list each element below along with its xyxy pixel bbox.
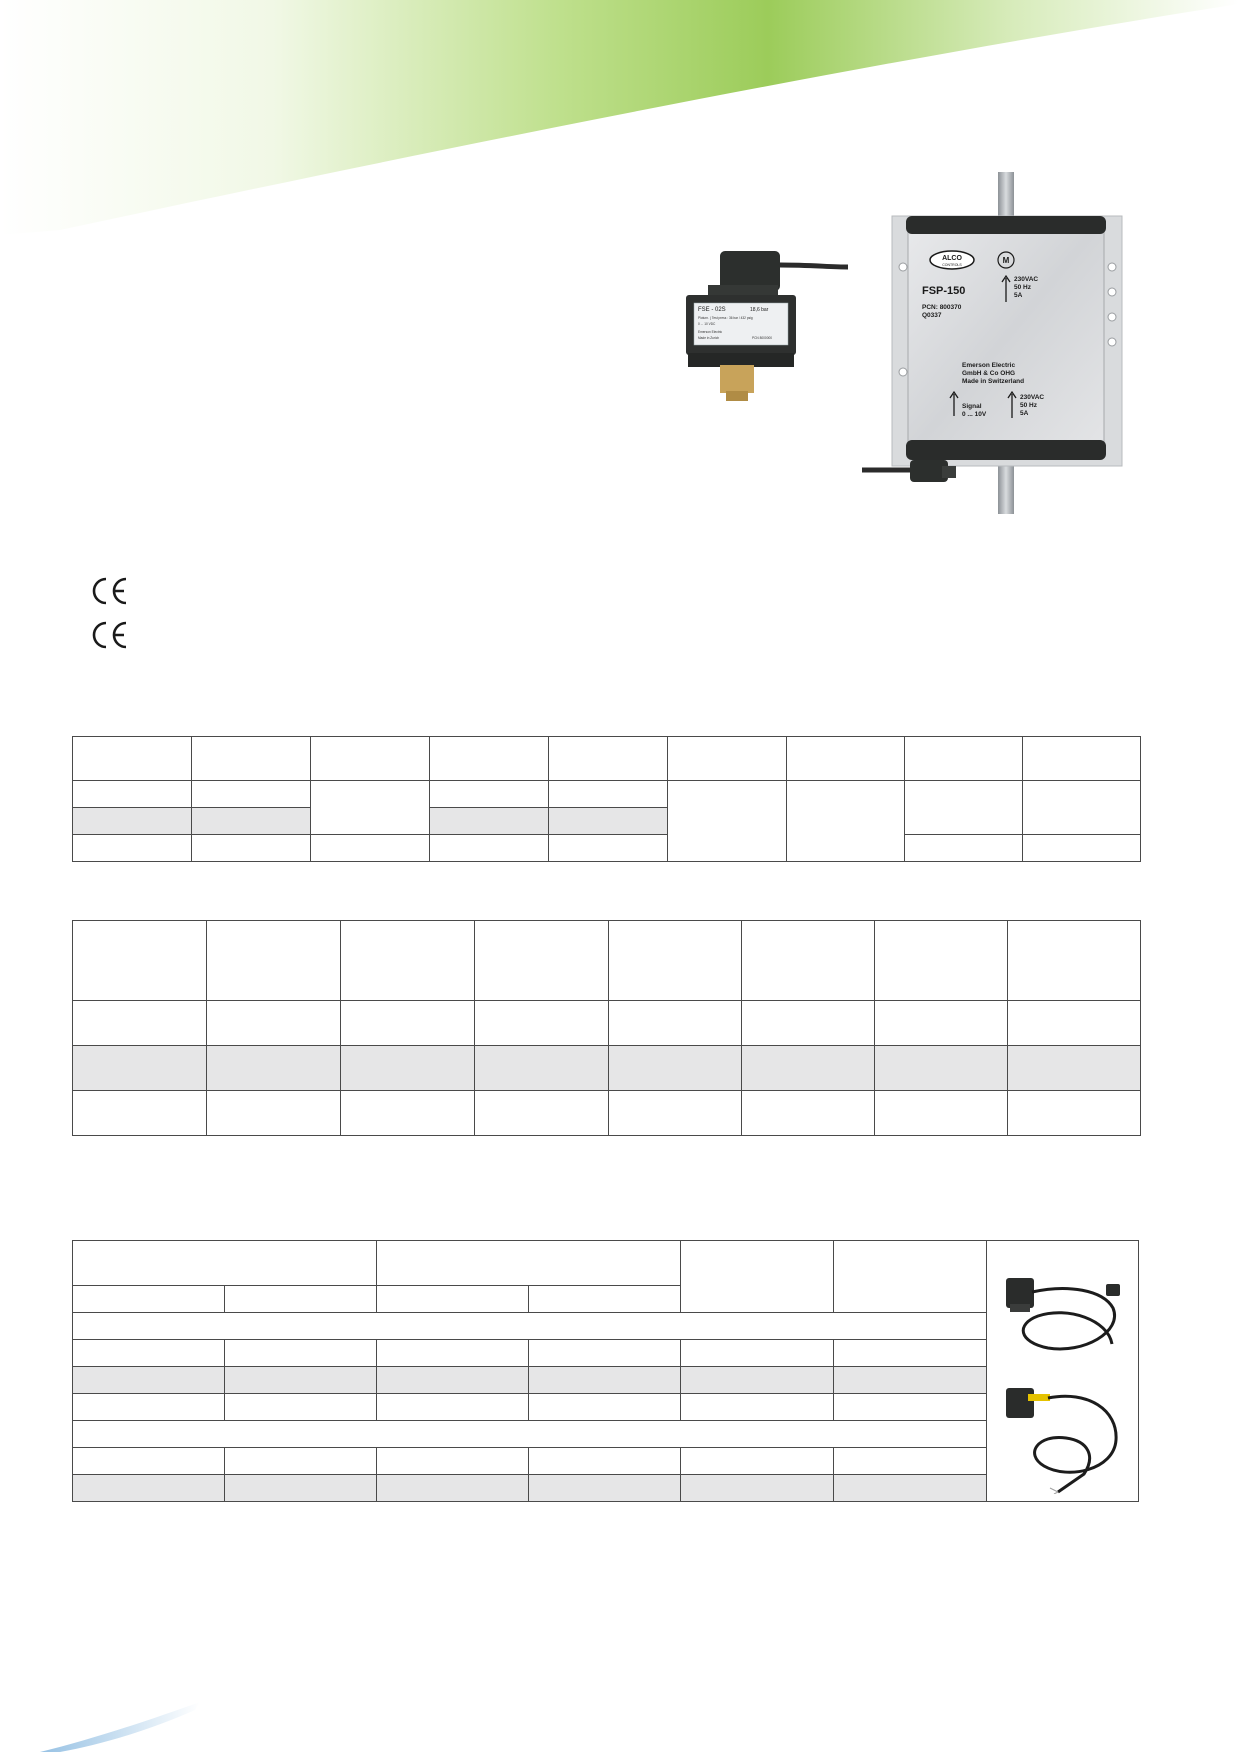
footer-swoosh — [40, 1702, 200, 1752]
connector-cable-image — [1005, 1277, 1120, 1494]
table-group-row — [72, 1312, 1139, 1340]
fsp-maker-3: Made in Switzerland — [962, 378, 1024, 385]
table-row — [72, 1474, 1139, 1502]
table-row — [72, 1339, 1139, 1367]
fse-label-maker: Emerson Electric — [698, 330, 722, 334]
table-row — [72, 1000, 1141, 1046]
table-3 — [72, 1240, 1139, 1502]
ce-mark-icon — [92, 577, 127, 605]
table-row — [72, 1366, 1139, 1394]
fse-label-line1: Ploturn. ( Test press : 36 bar / 432 psi… — [698, 316, 753, 320]
fsp-signal-1: Signal — [962, 403, 982, 410]
table-2-header-row — [72, 920, 1141, 1001]
fsp-in-amps: 5A — [1020, 410, 1029, 417]
fsp-pcn: PCN: 800370 — [922, 304, 962, 311]
fsp-signal-2: 0 ... 10V — [962, 411, 987, 418]
fse-pressure-sensor-image: FSE - 02S 18,6 bar Ploturn. ( Test press… — [686, 251, 849, 401]
fse-label-model: FSE - 02S — [698, 307, 726, 313]
fsp-code: Q0337 — [922, 312, 942, 319]
fsp-brand-sub: CONTROLS — [942, 263, 962, 267]
fsp-out-amps: 5A — [1014, 292, 1023, 299]
fse-label-line2: 0 ... 10 VDC — [698, 322, 716, 326]
fsp-controller-image: ALCO CONTROLS M 230VAC 50 Hz 5A FSP-150 … — [862, 172, 1123, 514]
table-group-row — [72, 1420, 1139, 1448]
fsp-in-volts: 230VAC — [1020, 394, 1044, 401]
table-row — [72, 780, 1141, 862]
fsp-maker-1: Emerson Electric — [962, 362, 1015, 369]
table-row — [72, 807, 1141, 835]
table-1 — [72, 736, 1141, 862]
table-3-header-row — [72, 1240, 1139, 1502]
fsp-motor-symbol: M — [1003, 256, 1010, 265]
fsp-brand: ALCO — [942, 255, 962, 262]
table-1-header-row — [72, 736, 1141, 781]
ce-mark-icon — [92, 621, 127, 649]
table-row — [72, 1447, 1139, 1475]
cable-photo-cell — [986, 1240, 1139, 1502]
fse-label-pressure: 18,6 bar — [750, 307, 769, 313]
fsp-in-freq: 50 Hz — [1020, 402, 1038, 409]
table-row — [72, 1393, 1139, 1421]
table-row — [72, 1090, 1141, 1136]
fse-label-origin: Made in Zurich — [698, 336, 719, 340]
table-row — [72, 1285, 1139, 1313]
table-row — [72, 834, 1141, 862]
table-row — [72, 1045, 1141, 1091]
fsp-maker-2: GmbH & Co OHG — [962, 370, 1015, 377]
fsp-out-freq: 50 Hz — [1014, 284, 1032, 291]
fsp-model: FSP-150 — [922, 285, 965, 297]
fse-label-pcn: PCN 8000000 — [752, 336, 772, 340]
header-swoosh — [0, 0, 1239, 235]
fsp-out-volts: 230VAC — [1014, 276, 1038, 283]
table-2 — [72, 920, 1141, 1136]
